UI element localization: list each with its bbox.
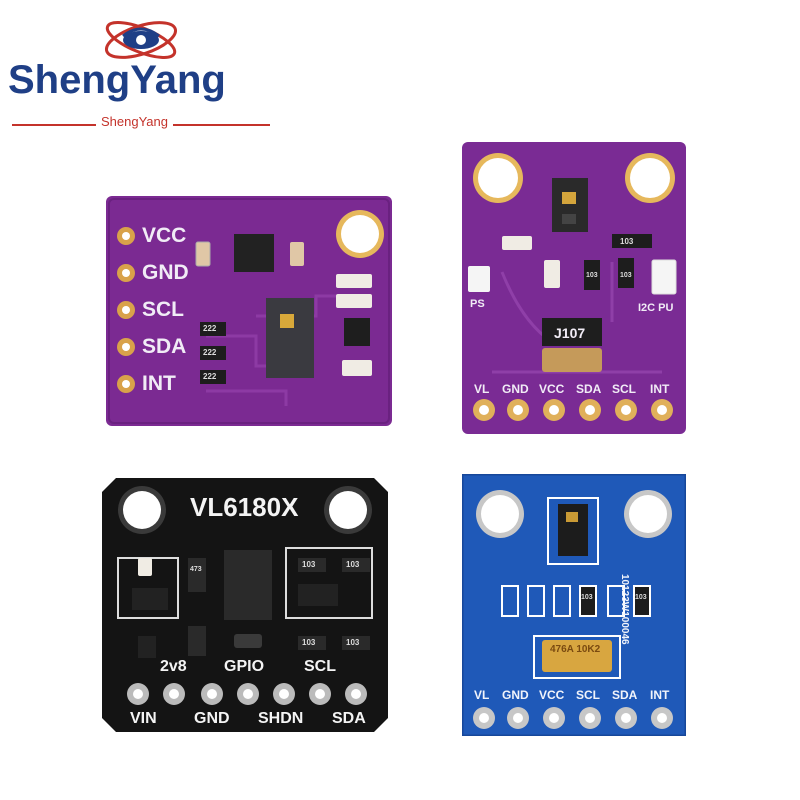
pin-label: INT xyxy=(650,688,670,702)
resistor-code: 103 xyxy=(635,594,647,601)
board-pcb xyxy=(106,196,392,426)
brand-subtitle: ShengYang xyxy=(96,114,173,129)
sensor-board-purple-right: J107 PS I2C PU 103 103 103 VL GND VCC SD… xyxy=(462,142,686,434)
pin-label: VCC xyxy=(142,224,187,247)
pin-label: SDA xyxy=(612,688,638,702)
pin-label: VL xyxy=(474,688,490,702)
resistor-code: 222 xyxy=(203,348,217,357)
resistor-code: 103 xyxy=(620,237,634,246)
sensor-board-blue: 476A 10K2 103 103 10123W100046 VL GND VC… xyxy=(462,474,686,736)
brand-name: ShengYang xyxy=(8,58,226,102)
resistor-code: 222 xyxy=(203,372,217,381)
resistor-code: 103 xyxy=(586,272,598,279)
sensor-board-purple-left: VCC GND SCL SDA INT 222 222 222 xyxy=(106,196,392,426)
capacitor-label: 476A 10K2 xyxy=(550,644,601,655)
pin-label: VCC xyxy=(539,382,565,396)
pin-label: GND xyxy=(142,261,189,284)
sensor-board-vl6180x: VL6180X 2v8 GPIO SCL 473 103 103 103 103… xyxy=(102,478,388,732)
resistor-code: 103 xyxy=(346,560,360,569)
pin-label: SHDN xyxy=(258,710,304,727)
resistor-code: 222 xyxy=(203,324,217,333)
side-label-i2c-pu: I2C PU xyxy=(638,302,674,314)
pin-label: VCC xyxy=(539,688,565,702)
pin-label: VL xyxy=(474,382,490,396)
resistor-code: 103 xyxy=(302,560,316,569)
pin-label: GND xyxy=(502,688,529,702)
board-pcb xyxy=(462,142,686,434)
resistor-code: 103 xyxy=(620,272,632,279)
pin-label: SCL xyxy=(612,382,636,396)
board-pcb xyxy=(102,478,388,732)
resistor-code: 473 xyxy=(190,566,202,573)
pin-label: GND xyxy=(502,382,529,396)
pin-label: INT xyxy=(142,372,176,395)
pin-label: INT xyxy=(650,382,670,396)
top-label: SCL xyxy=(304,658,336,675)
side-label-ps: PS xyxy=(470,298,485,310)
pin-label: GND xyxy=(194,710,230,727)
side-code: 10123W100046 xyxy=(619,574,630,645)
pin-label: VIN xyxy=(130,710,157,727)
resistor-code: 103 xyxy=(581,594,593,601)
board-pcb xyxy=(462,474,686,736)
resistor-code: 103 xyxy=(302,638,316,647)
pin-label: SCL xyxy=(142,298,184,321)
pin-label: SCL xyxy=(576,688,600,702)
pin-label: SDA xyxy=(332,710,366,727)
pin-label: SDA xyxy=(576,382,602,396)
pin-label: SDA xyxy=(142,335,187,358)
brand-logo: ShengYang ShengYang xyxy=(0,0,290,140)
board-title: VL6180X xyxy=(190,492,299,522)
top-label: GPIO xyxy=(224,658,265,675)
resistor-code: 103 xyxy=(346,638,360,647)
top-label: 2v8 xyxy=(160,658,187,675)
eye-orbit-icon xyxy=(104,21,178,59)
chip-label: J107 xyxy=(554,325,586,341)
